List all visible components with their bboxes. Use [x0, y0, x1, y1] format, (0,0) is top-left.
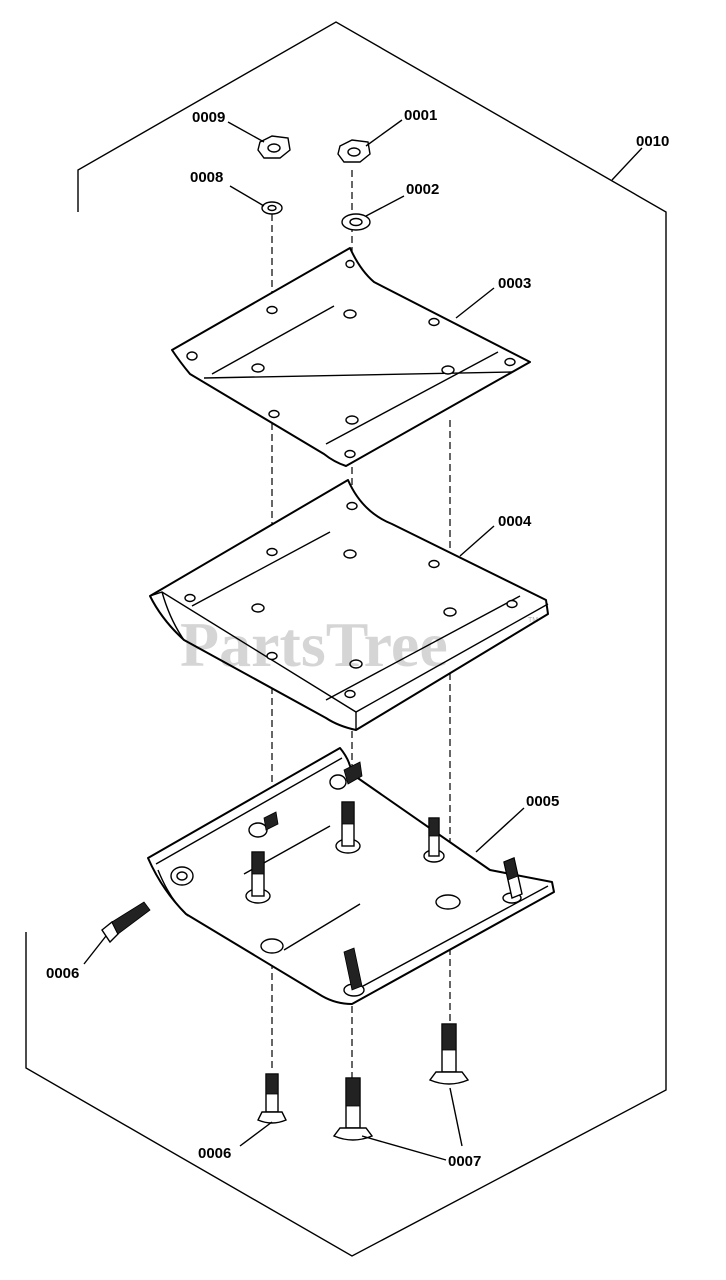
washer-0008	[261, 201, 283, 215]
watermark: PartsTree TM	[180, 609, 538, 680]
watermark-tm: TM	[528, 617, 538, 624]
label-0004: 0004	[498, 513, 532, 530]
assembly-outline-0010	[25, 21, 667, 1257]
label-0005: 0005	[526, 793, 559, 810]
label-0006-bottom: 0006	[198, 1145, 231, 1162]
nut-0009	[257, 135, 291, 159]
screw-0007-center	[332, 1077, 374, 1141]
nut-0001	[337, 139, 371, 163]
seat-pan-studs	[251, 761, 523, 991]
label-0006-side: 0006	[46, 965, 79, 982]
label-0008: 0008	[190, 169, 223, 186]
label-0010: 0010	[636, 133, 669, 150]
label-0002: 0002	[406, 181, 439, 198]
screw-0006-side	[101, 901, 151, 944]
leader-lines	[83, 119, 643, 1161]
label-0007: 0007	[448, 1153, 481, 1170]
washer-0002	[341, 213, 371, 231]
screw-0006-bottom	[257, 1073, 287, 1124]
label-0009: 0009	[192, 109, 225, 126]
plate-0003	[171, 247, 531, 467]
label-0001: 0001	[404, 107, 437, 124]
seat-pan-0005	[147, 747, 555, 1005]
watermark-text: PartsTree	[180, 609, 448, 680]
screw-0007-right	[428, 1023, 470, 1085]
cushion-0004	[149, 479, 549, 731]
label-0003: 0003	[498, 275, 531, 292]
part-labels: 0009 0001 0008 0002 0010 0003 0004 0005 …	[46, 107, 669, 1170]
